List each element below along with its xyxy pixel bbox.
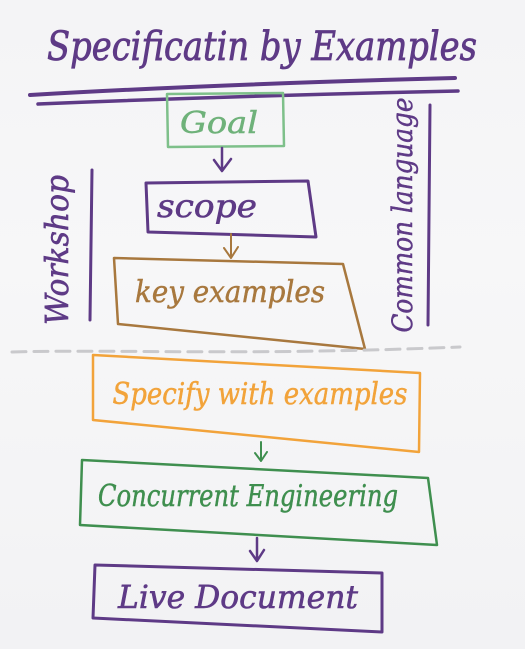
workshop-label: Workshop <box>38 175 76 325</box>
live-document-label: Live Document <box>117 578 358 616</box>
key-examples-label: key examples <box>135 275 325 310</box>
scope-box <box>144 179 318 239</box>
live-document-box <box>91 563 384 634</box>
scope-label: scope <box>157 187 257 225</box>
common-language-bracket <box>426 103 432 327</box>
workshop-bracket <box>88 168 94 322</box>
arrow-scope-keyexamples <box>223 233 239 259</box>
title-underline-1 <box>28 76 457 97</box>
diagram-title: Specificatin by Examples <box>47 24 477 70</box>
common-language-label: Common language <box>386 98 419 333</box>
arrow-specify-concurrent <box>254 441 268 462</box>
arrow-goal-scope <box>212 146 233 173</box>
common-language-group: Common language <box>386 97 432 333</box>
goal-box <box>165 91 286 149</box>
concurrent-engineering-label: Concurrent Engineering <box>98 479 398 514</box>
specify-box <box>91 353 422 454</box>
workshop-divider <box>10 345 462 354</box>
arrow-concurrent-live <box>248 536 266 563</box>
specify-label: Specify with examples <box>113 377 408 412</box>
workshop-group: Workshop <box>38 168 94 325</box>
concurrent-engineering-box <box>78 458 439 547</box>
title-underline-2 <box>36 89 460 106</box>
goal-label: Goal <box>180 106 258 141</box>
